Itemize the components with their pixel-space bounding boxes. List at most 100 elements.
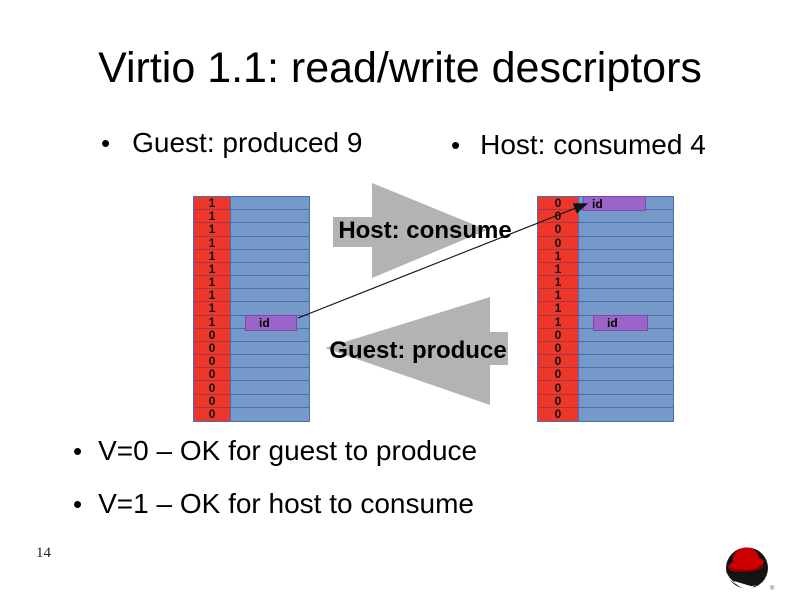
flag-cell: 0 xyxy=(194,328,231,342)
flag-cell: 1 xyxy=(194,315,231,329)
descriptor-cell xyxy=(231,237,309,250)
bullet-icon: • xyxy=(451,130,461,160)
table-row: 1 xyxy=(538,262,673,277)
table-row: 1 xyxy=(194,222,309,237)
table-row: 0 xyxy=(194,367,309,382)
id-label: id xyxy=(607,316,618,330)
descriptor-cell xyxy=(231,276,309,290)
flag-cell: 0 xyxy=(538,222,579,237)
host-id-cell-top: id xyxy=(583,196,646,211)
descriptor-cell xyxy=(231,395,309,408)
table-row: 0 xyxy=(194,394,309,408)
redhat-logo-icon: ® xyxy=(726,547,775,592)
table-row: 0 xyxy=(538,209,673,224)
table-row: 1 xyxy=(194,236,309,250)
flag-cell: 1 xyxy=(538,249,579,263)
flag-cell: 0 xyxy=(194,394,231,408)
descriptor-cell xyxy=(231,263,309,277)
flag-cell: 1 xyxy=(194,196,231,211)
descriptor-cell xyxy=(231,408,309,421)
flag-cell: 1 xyxy=(194,222,231,237)
flag-cell: 1 xyxy=(194,209,231,224)
flag-cell: 1 xyxy=(538,301,579,316)
table-row: 0 xyxy=(538,328,673,342)
id-label: id xyxy=(592,196,603,211)
svg-text:®: ® xyxy=(770,585,775,592)
table-row: 1 xyxy=(194,301,309,316)
flag-cell: 0 xyxy=(538,328,579,342)
flag-cell: 0 xyxy=(538,407,579,421)
descriptor-cell xyxy=(579,355,673,369)
table-row: 1 xyxy=(194,209,309,224)
bullet-icon: • xyxy=(101,128,111,158)
host-consume-label: Host: consume xyxy=(338,217,512,244)
flag-cell: 1 xyxy=(194,236,231,250)
flag-cell: 0 xyxy=(538,236,579,250)
id-label: id xyxy=(259,316,270,330)
table-row: 0 xyxy=(538,407,673,421)
table-row: 0 xyxy=(538,381,673,395)
bullet-guest-produced-label: Guest: produced 9 xyxy=(132,127,363,158)
slide-number: 14 xyxy=(36,545,51,561)
guest-produce-label: Guest: produce xyxy=(329,337,507,364)
descriptor-cell xyxy=(579,276,673,290)
descriptor-cell xyxy=(579,237,673,250)
descriptor-cell xyxy=(231,289,309,303)
table-row: 0 xyxy=(538,236,673,250)
flag-cell: 1 xyxy=(194,262,231,277)
descriptor-cell xyxy=(579,329,673,342)
bullet-icon: • xyxy=(73,436,83,466)
table-row: 0 xyxy=(538,394,673,408)
table-row: 1 xyxy=(538,301,673,316)
descriptor-cell xyxy=(231,342,309,356)
descriptor-cell xyxy=(231,368,309,382)
table-row: 1 xyxy=(194,196,309,211)
table-row: 1 xyxy=(194,249,309,263)
v1-rule-label: V=1 – OK for host to consume xyxy=(98,488,474,519)
descriptor-cell xyxy=(231,381,309,395)
bullet-host-consumed-label: Host: consumed 4 xyxy=(480,129,706,160)
table-row: 0 xyxy=(194,328,309,342)
descriptor-cell xyxy=(579,381,673,395)
flag-cell: 0 xyxy=(194,354,231,369)
page-title: Virtio 1.1: read/write descriptors xyxy=(98,44,702,92)
flag-cell: 0 xyxy=(194,381,231,395)
table-row: 0 xyxy=(194,354,309,369)
descriptor-cell xyxy=(579,408,673,421)
descriptor-cell xyxy=(579,250,673,263)
table-row: 0 xyxy=(194,381,309,395)
descriptor-cell xyxy=(231,355,309,369)
flag-cell: 1 xyxy=(538,288,579,303)
flag-cell: 0 xyxy=(194,341,231,356)
table-row: 1 xyxy=(194,262,309,277)
bullet-guest-produced: • Guest: produced 9 xyxy=(101,126,362,160)
flag-cell: 0 xyxy=(538,209,579,224)
flag-cell: 0 xyxy=(538,394,579,408)
table-row: 1 xyxy=(538,288,673,303)
descriptor-cell xyxy=(231,210,309,224)
flag-cell: 1 xyxy=(194,301,231,316)
flag-cell: 1 xyxy=(538,262,579,277)
flag-cell: 0 xyxy=(538,341,579,356)
descriptor-cell xyxy=(231,197,309,211)
bullet-v0-rule: • V=0 – OK for guest to produce xyxy=(73,434,477,468)
flag-cell: 1 xyxy=(194,288,231,303)
descriptor-cell xyxy=(579,368,673,382)
flag-cell: 0 xyxy=(538,381,579,395)
table-row: 0 xyxy=(194,341,309,356)
table-row: 0 xyxy=(538,222,673,237)
descriptor-cell xyxy=(231,302,309,316)
flag-cell: 0 xyxy=(538,367,579,382)
bullet-v1-rule: • V=1 – OK for host to consume xyxy=(73,487,474,521)
flag-cell: 1 xyxy=(194,275,231,290)
flag-cell: 1 xyxy=(538,275,579,290)
table-row: 0 xyxy=(538,354,673,369)
guest-id-cell: id xyxy=(245,315,297,331)
descriptor-cell xyxy=(231,329,309,342)
table-row: 0 xyxy=(538,341,673,356)
descriptor-cell xyxy=(231,223,309,237)
table-row: 1 xyxy=(538,249,673,263)
